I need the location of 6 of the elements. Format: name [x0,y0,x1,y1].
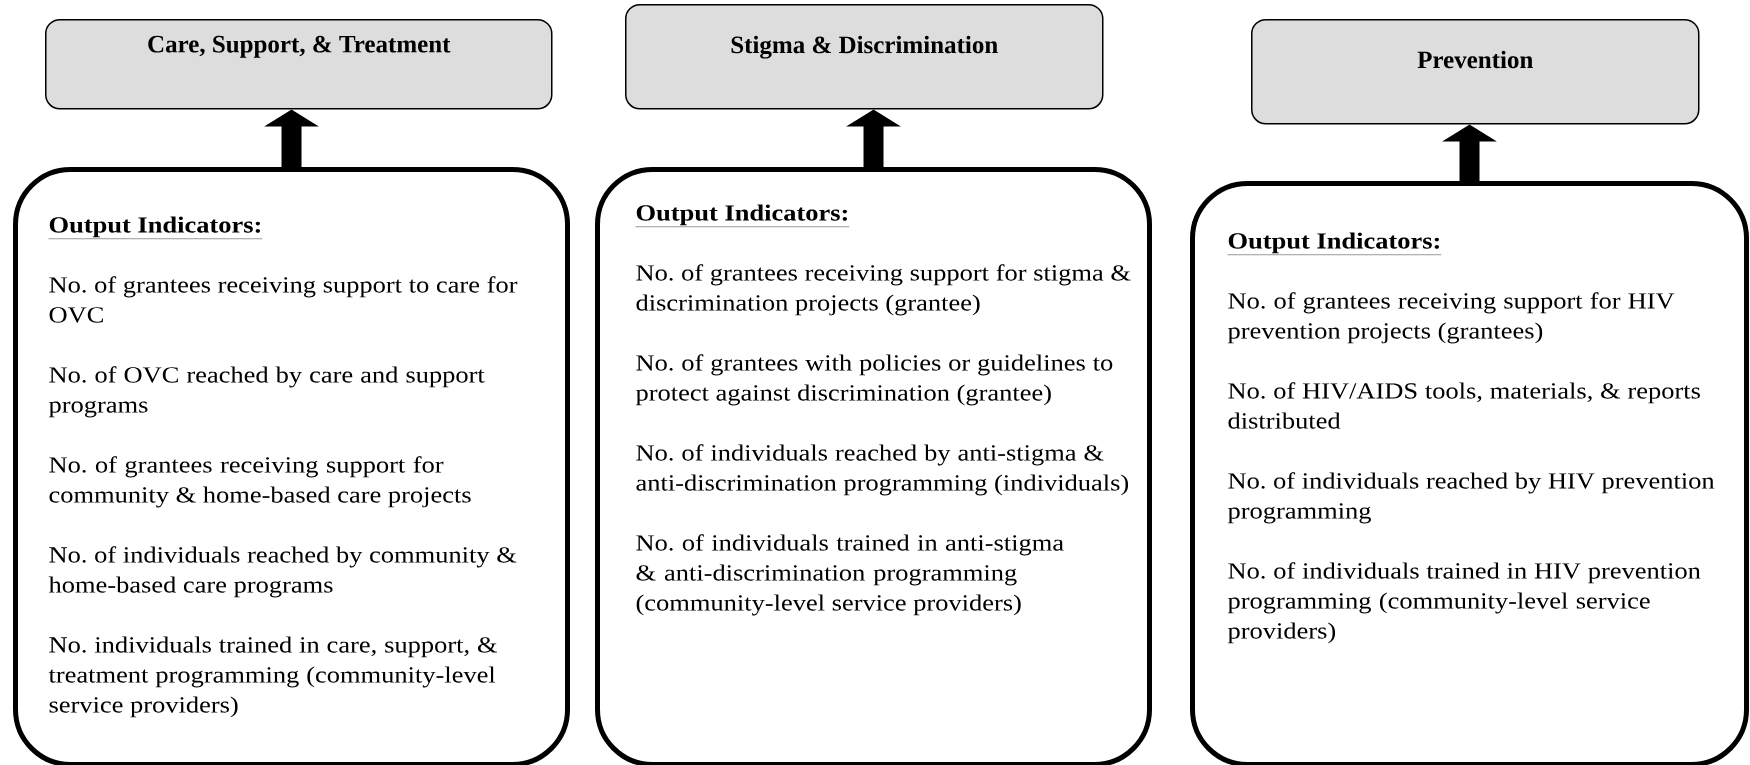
header-box: Care, Support, & Treatment [45,19,553,110]
indicator-panel: Output Indicators: No. of grantees receiving support for stigma & discrimination projects (grantee) No. of grantees with policies or guidelines to protect against discrimination (grantee) No. of individuals reached by anti-stigma & anti-discrimination programming (individuals) No. of individuals trained in anti-stigma & anti-discrimination programming (community-level service providers) [595,167,1152,765]
header-box: Stigma & Discrimination [625,4,1104,110]
header-box: Prevention [1251,19,1700,125]
indicator-panel: Output Indicators: No. of grantees receiving support to care for OVC No. of OVC reached by care and support programs No. of grantees receiving support for community & home-based care projects No. of individuals reached by community & home-based care programs No. individuals trained in care, support, & treatment programming (community-level service providers) [13,167,570,765]
indicator-panel: Output Indicators: No. of grantees receiving support for HIV prevention projects (grantees) No. of HIV/AIDS tools, materials, & reports distributed No. of individuals reached by HIV prevention programming No. of individuals trained in HIV prevention programming (community-level service providers) [1190,181,1749,765]
